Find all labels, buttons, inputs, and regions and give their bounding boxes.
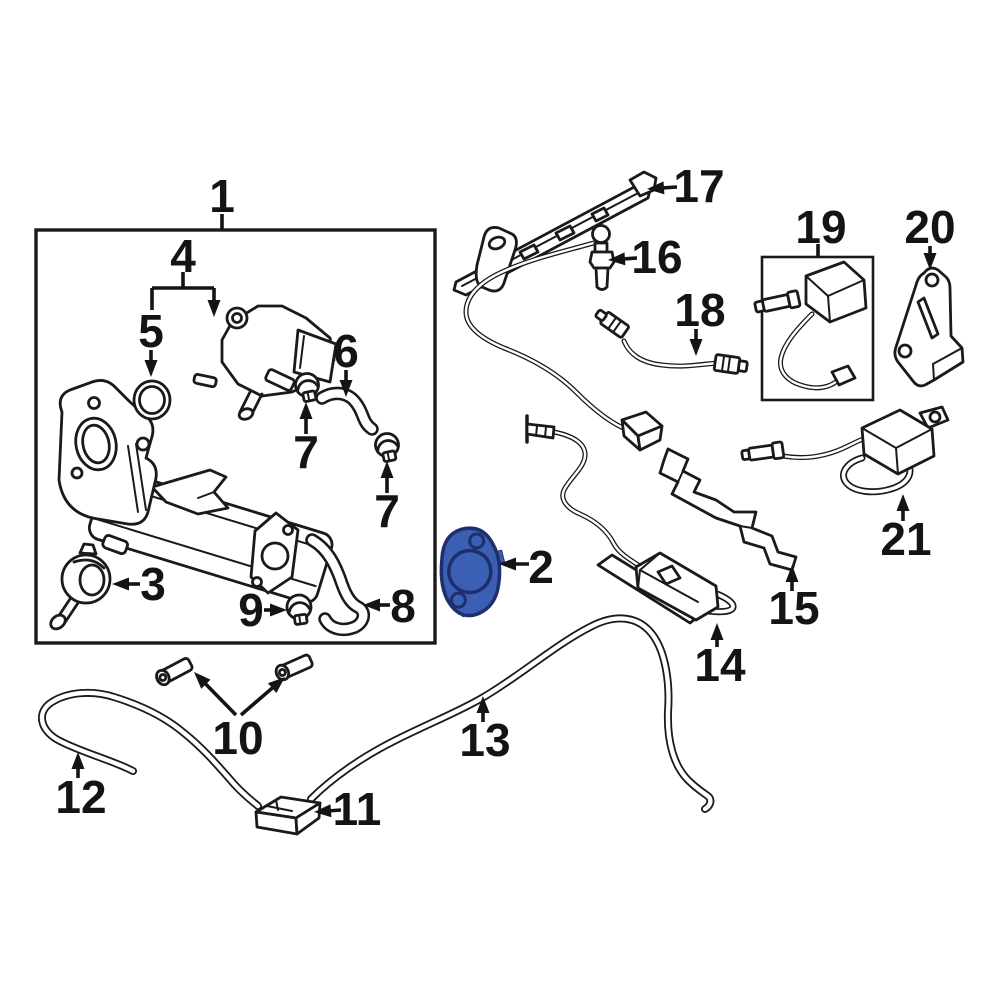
control-module xyxy=(596,551,737,625)
hose-clamp-middle xyxy=(374,432,400,463)
part-number-7: 7 xyxy=(293,426,319,478)
egr-outlet-hose xyxy=(305,533,370,637)
part-number-19: 19 xyxy=(795,201,846,253)
temperature-sensor-harness xyxy=(463,224,664,452)
part-number-17: 17 xyxy=(673,160,724,212)
callout-16: 16 xyxy=(608,231,683,283)
egr-valve-gasket-highlighted[interactable] xyxy=(430,521,515,621)
part-number-15: 15 xyxy=(768,582,819,634)
hose-clamp-lower xyxy=(285,593,313,626)
part-number-5: 5 xyxy=(138,305,164,357)
callout-1: 1 xyxy=(209,170,235,229)
callout-8: 8 xyxy=(363,580,416,632)
vacuum-hose-front xyxy=(38,688,262,810)
egr-inlet-flange xyxy=(57,379,158,526)
mounting-bolt-right xyxy=(274,653,314,682)
harness-bracket xyxy=(452,170,658,297)
nox-sensor-module xyxy=(740,405,950,496)
callout-21: 21 xyxy=(880,494,932,565)
module-bracket xyxy=(658,447,798,572)
callout-11: 11 xyxy=(314,783,381,835)
part-number-3: 3 xyxy=(140,558,166,610)
callout-15: 15 xyxy=(768,565,820,634)
hose-clamp-upper xyxy=(294,372,320,403)
nox-sensor xyxy=(753,260,868,391)
part-number-6: 6 xyxy=(333,325,359,377)
oxygen-sensor-short xyxy=(594,308,749,375)
part-number-21: 21 xyxy=(880,513,931,565)
part-number-8: 8 xyxy=(390,580,416,632)
callout-12: 12 xyxy=(55,752,107,823)
callout-3: 3 xyxy=(112,558,166,610)
callout-18: 18 xyxy=(674,284,726,356)
hose-connector xyxy=(254,795,322,836)
egr-inlet-hose xyxy=(315,386,379,436)
part-number-1: 1 xyxy=(209,170,235,222)
sensor-mounting-bracket xyxy=(893,266,965,388)
callout-5: 5 xyxy=(138,305,164,377)
callout-13: 13 xyxy=(459,696,511,766)
callout-20: 20 xyxy=(904,201,956,270)
part-number-12: 12 xyxy=(55,771,106,823)
callout-2: 2 xyxy=(499,541,554,593)
egr-valve xyxy=(192,304,338,421)
part-number-13: 13 xyxy=(459,714,510,766)
egr-ring-gasket xyxy=(132,379,172,421)
part-number-2: 2 xyxy=(528,541,554,593)
part-number-16: 16 xyxy=(631,231,682,283)
callout-4: 4 xyxy=(150,230,221,317)
part-number-7: 7 xyxy=(374,485,400,537)
callout-10: 10 xyxy=(194,672,285,764)
part-number-20: 20 xyxy=(904,201,955,253)
part-number-18: 18 xyxy=(674,284,725,336)
part-number-10: 10 xyxy=(212,712,263,764)
callout-9: 9 xyxy=(238,584,287,636)
part-number-9: 9 xyxy=(238,584,264,636)
vacuum-hose-rear xyxy=(307,614,715,813)
callout-7: 7 xyxy=(293,402,319,478)
mounting-bolt-left xyxy=(155,657,194,687)
vacuum-actuator xyxy=(49,542,112,631)
callout-19: 19 xyxy=(795,201,847,257)
part-1-assembly-box xyxy=(34,228,437,645)
callout-6: 6 xyxy=(333,325,359,397)
part-number-11: 11 xyxy=(333,783,382,835)
callout-7: 7 xyxy=(374,461,400,537)
part-number-14: 14 xyxy=(694,639,746,691)
part-number-4: 4 xyxy=(170,230,196,282)
callout-17: 17 xyxy=(647,160,725,212)
callout-14: 14 xyxy=(694,623,746,691)
